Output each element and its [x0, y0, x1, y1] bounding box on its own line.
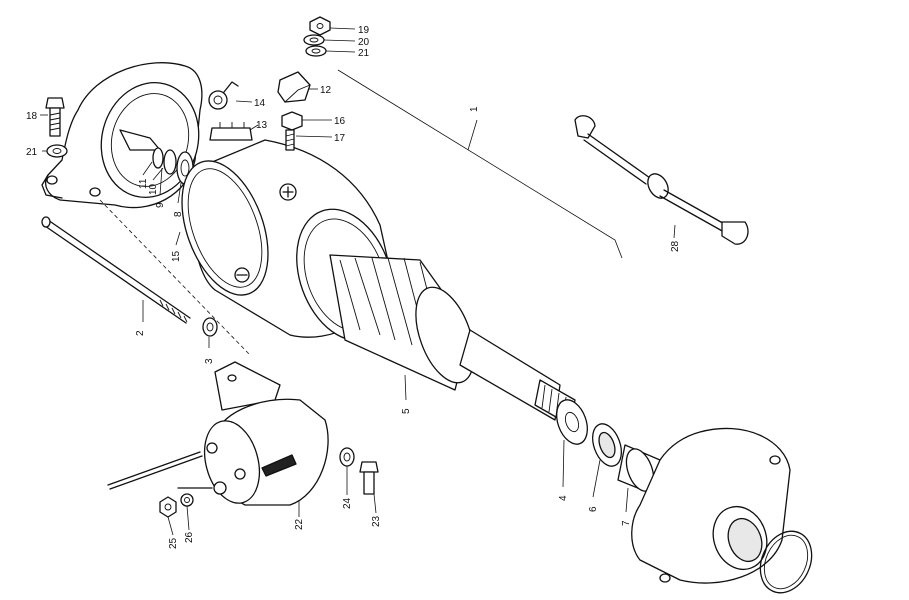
callout-5: 5 [401, 408, 412, 414]
callout-21-top: 21 [358, 48, 370, 59]
brush-12 [277, 71, 311, 103]
nut-19 [309, 16, 331, 36]
switch-lead-wire [107, 451, 213, 490]
callout-17: 17 [334, 133, 346, 144]
callout-1: 1 [469, 106, 480, 112]
magnetic-switch [203, 361, 329, 506]
washer-21-top [305, 45, 327, 57]
washer-4 [556, 399, 588, 445]
callout-4: 4 [558, 495, 569, 501]
through-bolt [41, 216, 191, 324]
terminal-bolt-17 [285, 129, 295, 151]
leader-lines [40, 27, 676, 536]
washer-26 [180, 493, 194, 507]
callout-8: 8 [173, 211, 184, 217]
callout-18: 18 [26, 111, 38, 122]
callout-9: 9 [155, 202, 166, 208]
oil-seal-6 [592, 423, 622, 467]
front-cover [631, 427, 791, 584]
callout-25: 25 [168, 537, 179, 549]
callout-14: 14 [254, 98, 266, 109]
armature [329, 254, 576, 426]
callout-labels: 1 2 3 4 5 6 7 8 9 10 11 12 13 14 15 16 1… [26, 25, 681, 549]
bolt-23 [359, 461, 379, 495]
callout-22: 22 [294, 518, 305, 530]
callout-2: 2 [135, 330, 146, 336]
o-ring [759, 530, 813, 594]
callout-11: 11 [138, 178, 149, 189]
callout-6: 6 [588, 506, 599, 512]
callout-28: 28 [670, 240, 681, 252]
callout-26: 26 [184, 531, 195, 543]
callout-19: 19 [358, 25, 370, 36]
bolt-18 [45, 97, 65, 137]
washer-24 [339, 447, 355, 467]
callout-15: 15 [171, 250, 182, 262]
callout-7: 7 [621, 520, 632, 526]
nut-25 [159, 496, 177, 518]
callout-10: 10 [148, 183, 159, 195]
callout-24: 24 [342, 497, 353, 509]
callout-13: 13 [256, 120, 268, 131]
assembly-bracket-1 [337, 69, 623, 259]
spring-14 [208, 81, 239, 110]
callout-3: 3 [204, 358, 215, 364]
callout-12: 12 [320, 85, 332, 96]
callout-21-left: 21 [26, 147, 38, 158]
washer-21-left [46, 144, 68, 158]
callout-16: 16 [334, 116, 346, 127]
brush-holder-13 [209, 122, 253, 141]
washer-20 [303, 34, 325, 46]
callout-23: 23 [371, 515, 382, 527]
callout-20: 20 [358, 37, 370, 48]
terminal-nut-16 [281, 111, 303, 131]
nut-3 [202, 317, 218, 337]
dashed-alignment-line [99, 199, 251, 356]
starter-cable [574, 115, 749, 245]
